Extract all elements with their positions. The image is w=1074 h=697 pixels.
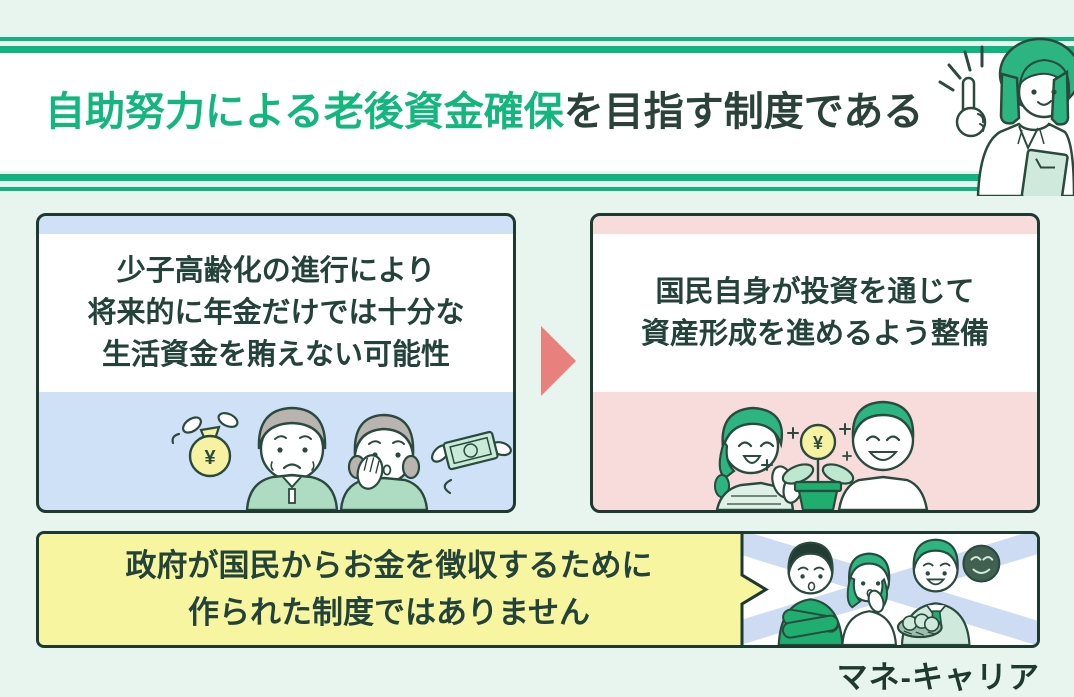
solution-card: 国民自身が投資を通じて 資産形成を進めるよう整備 <box>590 213 1040 513</box>
note-text-area: 政府が国民からお金を徴収するために 作られた制度ではありません <box>39 534 739 645</box>
problem-line: 生活資金を賄えない可能性 <box>101 339 450 372</box>
solution-line: 国民自身が投資を通じて <box>655 275 975 308</box>
problem-card-strip <box>39 216 513 234</box>
solution-card-text: 国民自身が投資を通じて 資産形成を進めるよう整備 <box>593 234 1037 392</box>
header-rule-thick-top <box>0 46 1074 53</box>
solution-card-strip <box>593 216 1037 234</box>
worried-elderly-couple-illustration: ¥ <box>39 392 513 510</box>
header-top-space <box>0 0 1074 37</box>
title-rest: を目指す制度である <box>563 90 924 134</box>
note-line: 作られた制度ではありません <box>187 594 591 630</box>
header: 自助努力による老後資金確保を目指す制度である <box>0 0 1074 191</box>
header-rule-thin-bottom <box>0 187 1074 191</box>
note-box: 政府が国民からお金を徴収するために 作られた制度ではありません <box>36 531 1040 648</box>
money-plant-couple-illustration: ¥ <box>593 392 1037 510</box>
header-rule-thick-bottom <box>0 174 1074 181</box>
note-line: 政府が国民からお金を徴収するために <box>125 548 653 583</box>
footer-logo: マネ-キャリア <box>836 660 1040 695</box>
title-band: 自助努力による老後資金確保を目指す制度である <box>0 53 1074 171</box>
problem-line: 将来的に年金だけでは十分な <box>87 296 465 329</box>
chevron-right-icon <box>736 534 769 645</box>
svg-text:¥: ¥ <box>204 447 216 469</box>
arrow-right-icon <box>541 326 576 396</box>
skeptical-citizens-illustration <box>739 534 1037 645</box>
svg-text:¥: ¥ <box>813 433 823 453</box>
problem-card: 少子高齢化の進行により 将来的に年金だけでは十分な 生活資金を賄えない可能性 ¥ <box>36 213 516 513</box>
title-highlight: 自助努力による老後資金確保 <box>45 90 564 134</box>
page-title: 自助努力による老後資金確保を目指す制度である <box>45 92 923 132</box>
problem-card-text: 少子高齢化の進行により 将来的に年金だけでは十分な 生活資金を賄えない可能性 <box>39 234 513 392</box>
header-rule-thin-top <box>0 37 1074 41</box>
solution-line: 資産形成を進めるよう整備 <box>640 318 989 350</box>
advisor-woman-illustration <box>938 37 1074 196</box>
problem-line: 少子高齢化の進行により <box>116 254 436 287</box>
